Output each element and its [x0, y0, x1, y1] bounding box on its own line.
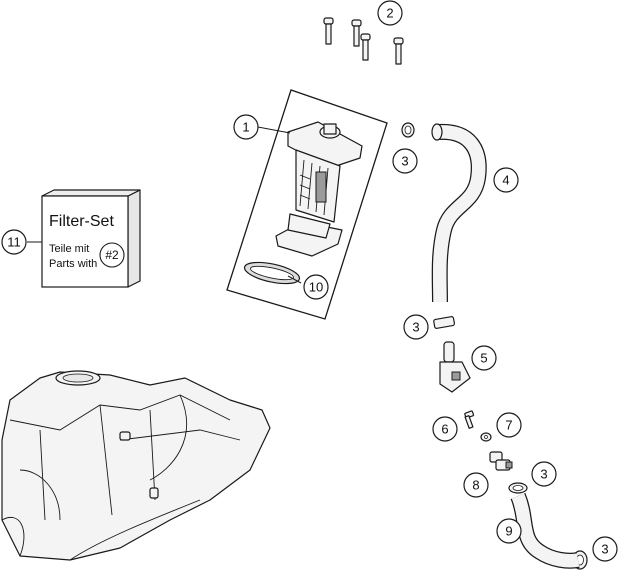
callout-3-d: 3: [592, 536, 618, 562]
callout-3-c: 3: [531, 461, 557, 487]
svg-text:6: 6: [441, 422, 448, 437]
svg-text:3: 3: [401, 154, 408, 169]
filter-set-line2: Parts with: [49, 258, 97, 270]
fuel-tank: [1, 370, 271, 561]
washer: [480, 432, 492, 442]
callout-7: 7: [496, 412, 522, 438]
screw: [393, 37, 404, 65]
callout-4: 4: [493, 167, 519, 193]
fuel-pump-assembly: [226, 89, 388, 320]
svg-text:1: 1: [242, 120, 249, 135]
leader-lines: [27, 126, 302, 284]
o-ring: [243, 261, 301, 285]
quick-connector: [439, 341, 471, 393]
svg-text:3: 3: [412, 320, 419, 335]
callout-1: 1: [233, 114, 259, 140]
screw: [323, 17, 334, 45]
svg-text:8: 8: [472, 478, 479, 493]
svg-text:7: 7: [505, 418, 512, 433]
screw: [360, 33, 371, 61]
callout-8: 8: [463, 472, 489, 498]
hose-clamp: [401, 122, 415, 138]
callout-10: 10: [303, 274, 329, 300]
svg-text:3: 3: [601, 542, 608, 557]
callout-6: 6: [432, 416, 458, 442]
filter-set-card: Filter-Set Teile mit Parts with #2: [41, 189, 141, 288]
fuel-hose: [431, 123, 487, 303]
filter-set-ref-circle: [99, 242, 125, 268]
hose: [510, 492, 580, 569]
screw: [351, 19, 362, 47]
callout-9: 9: [496, 518, 522, 544]
callout-5: 5: [471, 345, 497, 371]
filter-set-title: Filter-Set: [49, 213, 114, 230]
nozzle: [489, 451, 513, 471]
small-screw: [464, 410, 475, 429]
svg-text:2: 2: [386, 6, 393, 21]
svg-text:11: 11: [7, 235, 21, 250]
callout-3-b: 3: [403, 314, 429, 340]
callout-2: 2: [377, 0, 403, 26]
filter-set-ref: #2: [105, 248, 119, 262]
screws-group: [323, 17, 404, 65]
hose-clamp: [433, 316, 455, 329]
callout-3-a: 3: [392, 148, 418, 174]
callout-11: 11: [1, 229, 27, 255]
svg-text:3: 3: [540, 467, 547, 482]
svg-text:9: 9: [505, 524, 512, 539]
svg-text:4: 4: [502, 173, 509, 188]
filter-set-line1: Teile mit: [49, 243, 89, 255]
svg-text:5: 5: [480, 351, 487, 366]
hose-clamp: [508, 482, 528, 494]
svg-text:10: 10: [309, 280, 323, 295]
